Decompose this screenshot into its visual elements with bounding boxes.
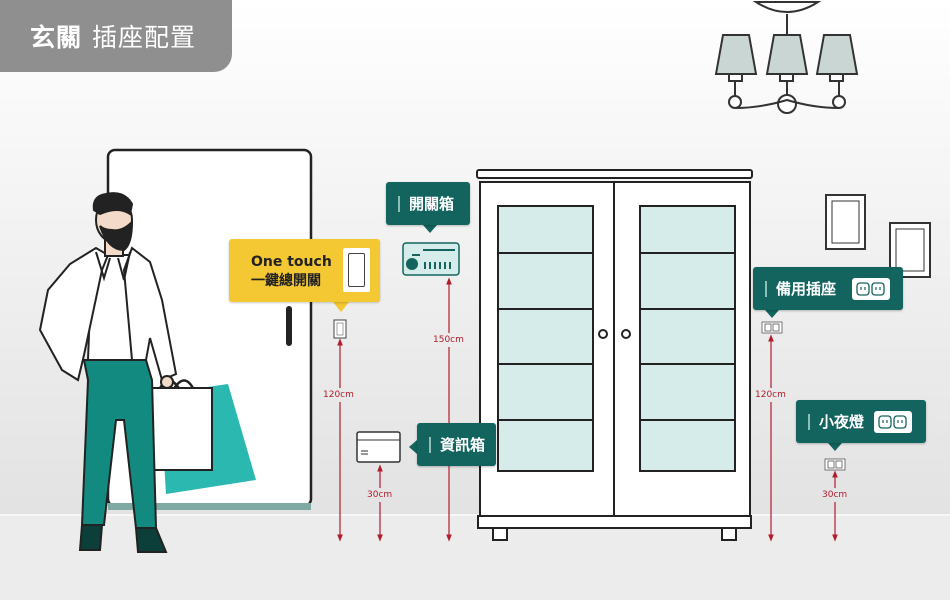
socket-icon bbox=[761, 321, 846, 471]
switchbox-callout: 開關箱 bbox=[386, 182, 470, 225]
onetouch-line1: One touch bbox=[251, 254, 332, 270]
onetouch-line2: 一鍵總開關 bbox=[251, 273, 321, 289]
switchbox-device bbox=[402, 242, 460, 276]
nightlight-height-label: 30cm bbox=[822, 490, 848, 500]
onetouch-switch-icon bbox=[343, 248, 370, 292]
title-tab: 玄關 插座配置 bbox=[0, 0, 232, 72]
lamp-icon bbox=[714, 0, 859, 114]
infobox-callout: 資訊箱 bbox=[417, 423, 496, 466]
spare-outlet-height-label: 120cm bbox=[755, 390, 786, 400]
person-illustration bbox=[38, 192, 178, 553]
floor bbox=[0, 515, 950, 600]
nightlight-callout: 小夜燈 bbox=[796, 400, 926, 443]
title-light: 插座配置 bbox=[92, 23, 197, 52]
switchbox-label: 開關箱 bbox=[409, 195, 455, 213]
socket-icon bbox=[852, 277, 891, 300]
infobox-height-label: 30cm bbox=[367, 490, 393, 500]
switch-height-label: 120cm bbox=[323, 390, 354, 400]
socket-icon bbox=[874, 410, 913, 433]
onetouch-callout: One touch 一鍵總開關 bbox=[229, 239, 380, 302]
cabinet-icon bbox=[476, 169, 753, 541]
switchbox-height-label: 150cm bbox=[433, 335, 464, 345]
switch-icon bbox=[333, 319, 347, 339]
infobox-device bbox=[356, 431, 401, 463]
title-bold: 玄關 bbox=[30, 23, 83, 52]
spare-outlet-label: 備用插座 bbox=[776, 280, 837, 298]
infobox-label: 資訊箱 bbox=[440, 436, 486, 454]
spare-outlet-callout: 備用插座 bbox=[753, 267, 903, 310]
nightlight-label: 小夜燈 bbox=[819, 413, 865, 431]
